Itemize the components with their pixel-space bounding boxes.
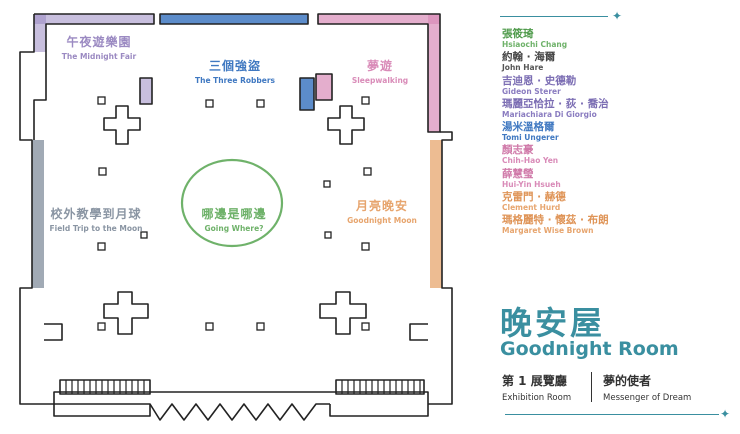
- artist-name-en: Gideon Sterer: [502, 86, 561, 96]
- room-going-where[interactable]: 哪邊是哪邊 Going Where?: [201, 205, 266, 233]
- artist-name-en: Clement Hurd: [502, 203, 561, 213]
- room-three-robbers[interactable]: 三個強盜 The Three Robbers: [195, 57, 275, 85]
- midnight-fair-wall: [34, 14, 154, 24]
- hall-name-zh: 第 1 展覽廳: [502, 374, 567, 388]
- stairs: [65, 380, 421, 394]
- artist-name-en: Tomi Ungerer: [502, 133, 559, 143]
- sparkle-icon: ✦: [612, 9, 623, 23]
- pillars: [97, 96, 372, 331]
- artist-item: 顏志豪 Chih-Hao Yen: [502, 144, 702, 167]
- page-subtitle: Goodnight Room: [500, 338, 679, 360]
- room-name-en: Going Where?: [204, 224, 264, 233]
- hall-divider: [591, 372, 592, 402]
- hall-name-en: Exhibition Room: [502, 393, 572, 403]
- artist-item: 吉迪恩 · 史德勒 Gideon Sterer: [502, 75, 702, 98]
- sparkle-icon: ✦: [720, 407, 731, 421]
- artist-name-zh: 吉迪恩 · 史德勒: [502, 74, 577, 87]
- theme-name-en: Messenger of Dream: [603, 393, 692, 403]
- room-sleepwalking[interactable]: 夢遊 Sleepwalking: [352, 57, 408, 85]
- three-robbers-wall: [300, 78, 314, 110]
- hall-info: 第 1 展覽廳 Exhibition Room: [502, 372, 571, 403]
- sleepwalking-wall: [316, 74, 332, 100]
- artist-item: 張筱琦 Hsiaochi Chang: [502, 28, 702, 51]
- artist-item: 薛慧瑩 Hui-Yin Hsueh: [502, 168, 702, 191]
- room-name-zh: 三個強盜: [208, 59, 262, 73]
- field-trip-wall: [32, 140, 44, 288]
- room-name-zh: 午夜遊樂園: [66, 35, 132, 49]
- artist-name-en: Margaret Wise Brown: [502, 226, 594, 236]
- room-name-zh: 夢遊: [366, 59, 393, 73]
- room-field-trip[interactable]: 校外教學到月球 Field Trip to the Moon: [50, 205, 143, 233]
- top-divider: [500, 16, 608, 17]
- artist-item: 克雷門 · 赫德 Clement Hurd: [502, 191, 702, 214]
- artist-name-en: Chih-Hao Yen: [502, 156, 559, 166]
- room-goodnight-moon[interactable]: 月亮晚安 Goodnight Moon: [347, 197, 417, 225]
- goodnight-moon-wall: [430, 140, 442, 288]
- artist-name-zh: 瑪格麗特 · 懷茲 · 布朗: [502, 214, 609, 227]
- artist-name-zh: 湯米溫格爾: [502, 121, 555, 134]
- room-name-zh: 月亮晚安: [355, 199, 409, 213]
- artist-name-zh: 瑪麗亞恰拉 · 荻 · 喬治: [502, 97, 609, 110]
- artist-list: 張筱琦 Hsiaochi Chang 約翰 · 海爾 John Hare 吉迪恩…: [502, 28, 702, 238]
- theme-info: 夢的使者 Messenger of Dream: [603, 372, 691, 403]
- artist-name-en: Mariachiara Di Giorgio: [502, 109, 597, 119]
- artist-item: 湯米溫格爾 Tomi Ungerer: [502, 121, 702, 144]
- artist-name-zh: 顏志豪: [502, 144, 534, 157]
- artist-name-zh: 克雷門 · 赫德: [502, 191, 566, 204]
- artist-item: 瑪麗亞恰拉 · 荻 · 喬治 Mariachiara Di Giorgio: [502, 98, 702, 121]
- artist-name-en: Hui-Yin Hsueh: [502, 179, 561, 189]
- room-name-zh: 哪邊是哪邊: [201, 207, 267, 221]
- room-midnight-fair[interactable]: 午夜遊樂園 The Midnight Fair: [62, 33, 136, 61]
- going-where-circle: [180, 158, 284, 248]
- room-name-en: Goodnight Moon: [347, 216, 417, 225]
- room-name-en: The Three Robbers: [194, 76, 276, 85]
- room-name-en: The Midnight Fair: [61, 52, 137, 61]
- page-title: 晚安屋: [500, 304, 606, 342]
- artist-name-zh: 張筱琦: [502, 28, 534, 40]
- artist-name-en: Hsiaochi Chang: [502, 40, 568, 49]
- artist-name-zh: 約翰 · 海爾: [502, 51, 556, 64]
- theme-name-zh: 夢的使者: [603, 374, 652, 388]
- room-name-en: Sleepwalking: [351, 76, 409, 85]
- artist-name-zh: 薛慧瑩: [502, 167, 534, 180]
- artist-name-en: John Hare: [502, 63, 544, 73]
- bottom-divider: [505, 414, 719, 415]
- midnight-fair-wall: [140, 78, 152, 104]
- artist-item: 瑪格麗特 · 懷茲 · 布朗 Margaret Wise Brown: [502, 214, 702, 237]
- three-robbers-wall: [160, 14, 308, 24]
- sleepwalking-wall: [428, 14, 440, 132]
- room-name-en: Field Trip to the Moon: [49, 224, 143, 233]
- artist-item: 約翰 · 海爾 John Hare: [502, 51, 702, 74]
- sleepwalking-wall: [318, 14, 440, 24]
- room-name-zh: 校外教學到月球: [50, 207, 142, 221]
- walls: [19, 13, 453, 421]
